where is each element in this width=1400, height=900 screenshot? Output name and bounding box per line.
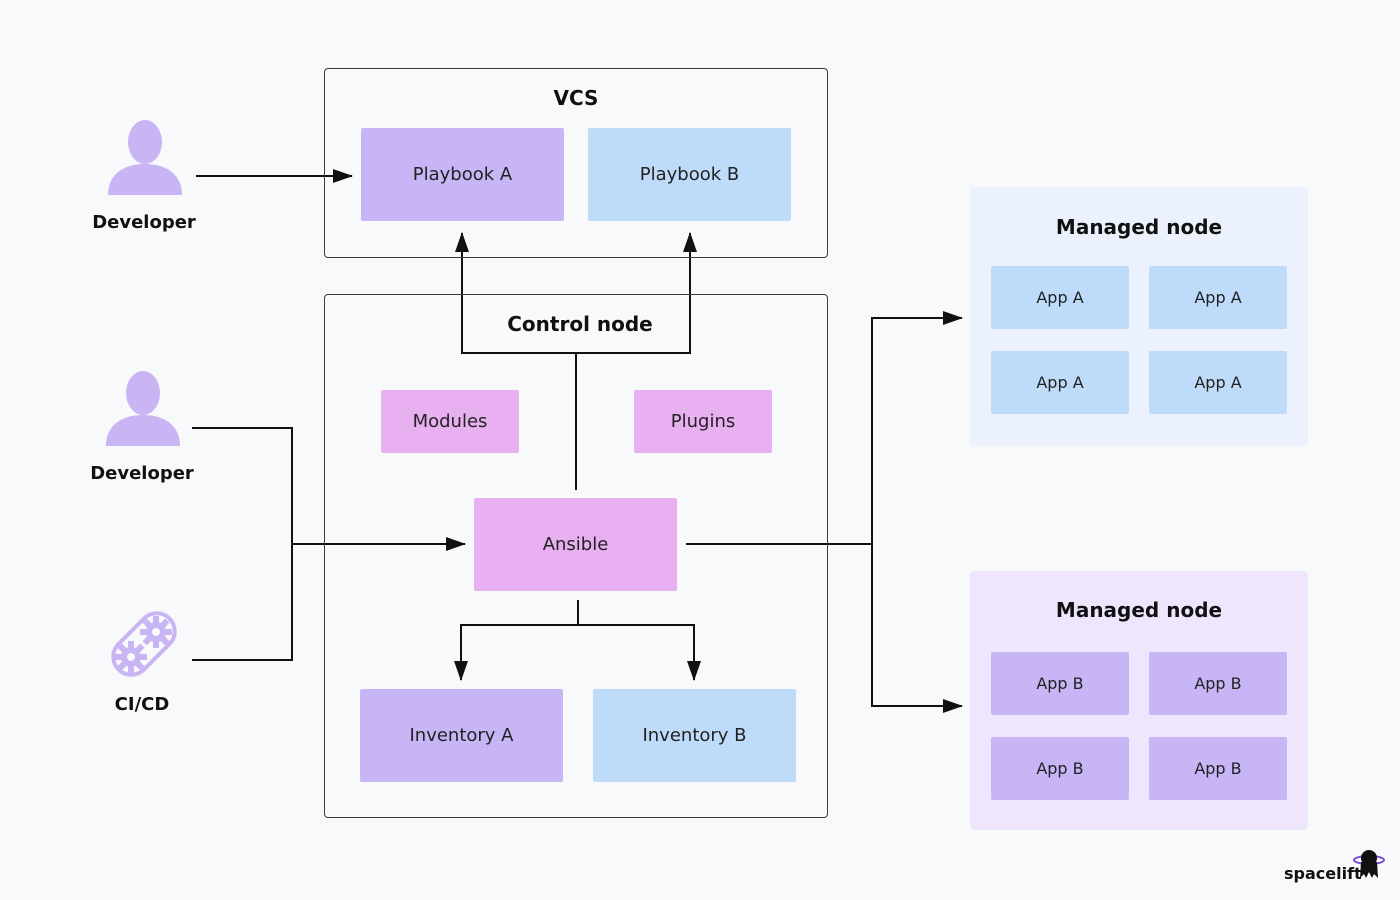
arrow-ansible-to-inventory-a bbox=[454, 600, 579, 681]
vcs-container bbox=[324, 68, 828, 258]
modules-box: Modules bbox=[381, 390, 519, 453]
developer-top-icon bbox=[108, 120, 182, 195]
managed-node-a-title: Managed node bbox=[1055, 215, 1223, 239]
ansible-box: Ansible bbox=[474, 498, 677, 591]
arrow-ansible-to-inventory-b bbox=[578, 624, 701, 681]
arrow-ansible-to-playbook-b bbox=[576, 232, 697, 354]
plugins-box: Plugins bbox=[634, 390, 772, 453]
line-developer-mid bbox=[192, 427, 293, 544]
developer-top-label: Developer bbox=[92, 212, 196, 233]
arrow-to-managed-node-b bbox=[871, 544, 963, 713]
arrow-ansible-to-playbooks bbox=[455, 232, 577, 490]
playbook-a-box: Playbook A bbox=[361, 128, 564, 221]
vcs-title: VCS bbox=[553, 86, 599, 110]
playbook-b-box: Playbook B bbox=[588, 128, 791, 221]
line-cicd bbox=[192, 544, 293, 661]
app-a-4: App A bbox=[1149, 351, 1287, 414]
app-b-3: App B bbox=[991, 737, 1129, 800]
spacelift-mascot-icon bbox=[1353, 850, 1385, 878]
spacelift-logo-text: spacelift bbox=[1284, 864, 1362, 883]
arrow-to-managed-node-a bbox=[871, 311, 963, 544]
inventory-a-box: Inventory A bbox=[360, 689, 563, 782]
app-a-3: App A bbox=[991, 351, 1129, 414]
cicd-gears-icon bbox=[111, 611, 177, 677]
app-b-4: App B bbox=[1149, 737, 1287, 800]
app-a-1: App A bbox=[991, 266, 1129, 329]
managed-node-b-title: Managed node bbox=[1055, 598, 1223, 622]
developer-mid-label: Developer bbox=[90, 463, 194, 484]
control-node-title: Control node bbox=[480, 312, 680, 336]
app-b-1: App B bbox=[991, 652, 1129, 715]
app-b-2: App B bbox=[1149, 652, 1287, 715]
cicd-label: CI/CD bbox=[114, 694, 170, 715]
app-a-2: App A bbox=[1149, 266, 1287, 329]
control-node-container bbox=[324, 294, 828, 818]
developer-mid-icon bbox=[106, 371, 180, 446]
inventory-b-box: Inventory B bbox=[593, 689, 796, 782]
